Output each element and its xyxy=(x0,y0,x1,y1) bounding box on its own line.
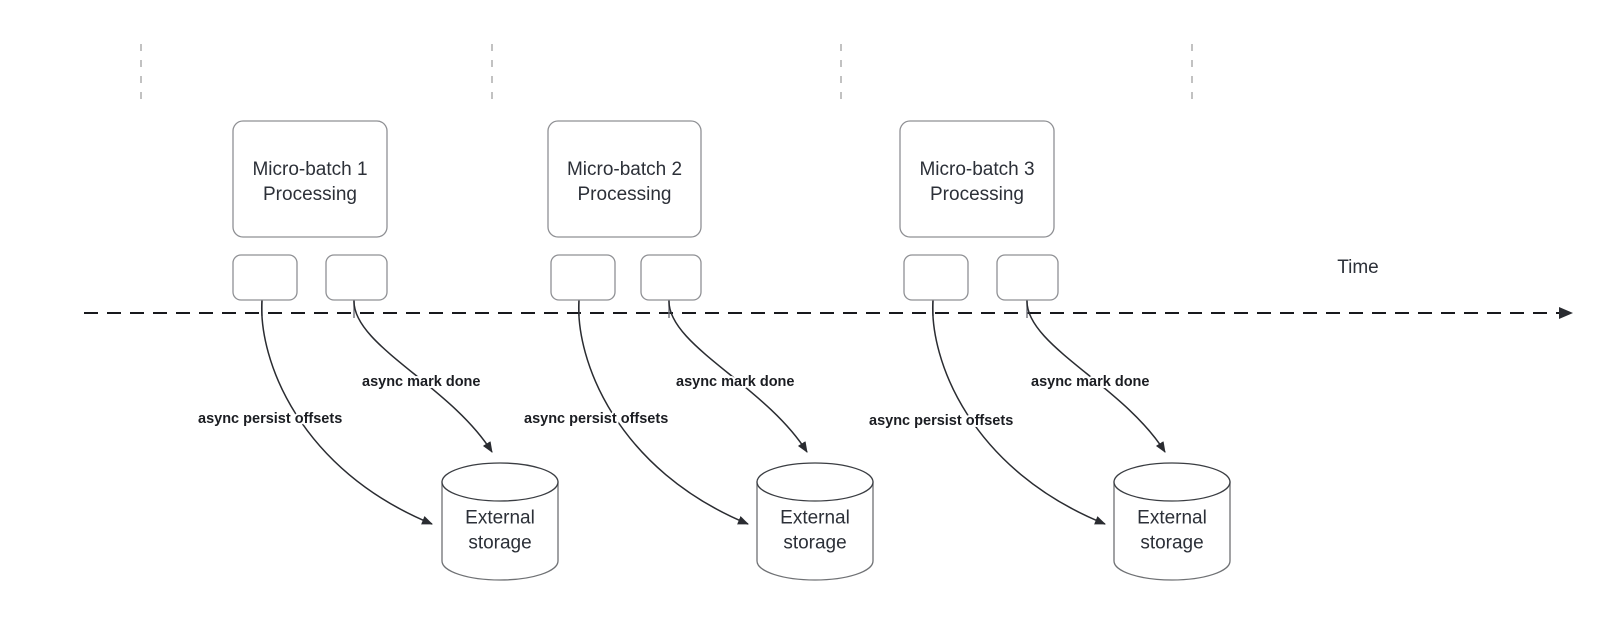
micro-batch-2-async-mark-done-edge xyxy=(668,299,808,453)
micro-batch-3-async-mark-done-label: async mark done xyxy=(1031,374,1149,390)
external-storage-3-body[interactable] xyxy=(1113,481,1231,581)
external-storage-1-body[interactable] xyxy=(441,481,559,581)
micro-batch-1-async-mark-done-edge xyxy=(353,299,493,453)
micro-batch-2-async-mark-done-label: async mark done xyxy=(676,374,794,390)
micro-batch-1-title-line1: Micro-batch 1 xyxy=(252,159,367,180)
micro-batch-2-async-persist-offsets-label: async persist offsets xyxy=(524,411,668,427)
external-storage-1-top-ellipse xyxy=(441,462,559,502)
micro-batch-2-box[interactable] xyxy=(547,120,702,238)
micro-batch-1-async-mark-done-label: async mark done xyxy=(362,374,480,390)
micro-batch-2-async-persist-offsets-label-halo: async persist offsets xyxy=(524,411,668,427)
external-storage-2-label-line2: storage xyxy=(783,533,846,554)
external-storage-1-label-line2: storage xyxy=(468,533,531,554)
micro-batch-1-async-persist-offsets-label-halo: async persist offsets xyxy=(198,411,342,427)
timeline-boundary-ticks xyxy=(140,44,1193,104)
external-storage-2-top-ellipse xyxy=(756,462,874,502)
micro-batch-1-title-line2: Processing xyxy=(263,184,357,205)
micro-batch-3-async-mark-done-label-halo: async mark done xyxy=(1031,374,1149,390)
micro-batch-3-async-persist-offsets-edge xyxy=(932,299,1106,525)
micro-batch-3-persist-offsets-task[interactable] xyxy=(903,254,969,301)
micro-batch-2-async-persist-offsets-edge xyxy=(578,299,749,525)
micro-batch-1-async-persist-offsets-edge xyxy=(261,299,433,525)
micro-batch-3-title-line2: Processing xyxy=(930,184,1024,205)
micro-batch-3-async-mark-done-edge xyxy=(1026,299,1166,453)
micro-batch-3-async-persist-offsets-label: async persist offsets xyxy=(869,413,1013,429)
micro-batch-3-box[interactable] xyxy=(899,120,1055,238)
time-axis-label: Time xyxy=(1337,257,1379,278)
micro-batch-1-box[interactable] xyxy=(232,120,388,238)
flow-edges-group xyxy=(261,299,1166,525)
micro-batch-1-mark-done-task[interactable] xyxy=(325,254,388,301)
external-storage-3-label-line1: External xyxy=(1137,508,1207,529)
external-storage-2-body[interactable] xyxy=(756,481,874,581)
micro-batch-2-persist-offsets-task[interactable] xyxy=(550,254,616,301)
micro-batch-2-async-mark-done-label-halo: async mark done xyxy=(676,374,794,390)
micro-batch-3-mark-done-task[interactable] xyxy=(996,254,1059,301)
external-storage-3-label-line2: storage xyxy=(1140,533,1203,554)
external-storage-1-label-line1: External xyxy=(465,508,535,529)
micro-batch-1-async-persist-offsets-label: async persist offsets xyxy=(198,411,342,427)
micro-batch-2-mark-done-task[interactable] xyxy=(640,254,702,301)
micro-batch-1-persist-offsets-task[interactable] xyxy=(232,254,298,301)
micro-batch-2-title-line2: Processing xyxy=(578,184,672,205)
micro-batch-1-async-mark-done-label-halo: async mark done xyxy=(362,374,480,390)
micro-batch-2-title-line1: Micro-batch 2 xyxy=(567,159,682,180)
micro-batch-3-async-persist-offsets-label-halo: async persist offsets xyxy=(869,413,1013,429)
edge-labels-group: async persist offsets async persist offse… xyxy=(196,372,1151,431)
external-storage-2-label-line1: External xyxy=(780,508,850,529)
micro-batch-3-title-line1: Micro-batch 3 xyxy=(919,159,1034,180)
external-storage-3-top-ellipse xyxy=(1113,462,1231,502)
